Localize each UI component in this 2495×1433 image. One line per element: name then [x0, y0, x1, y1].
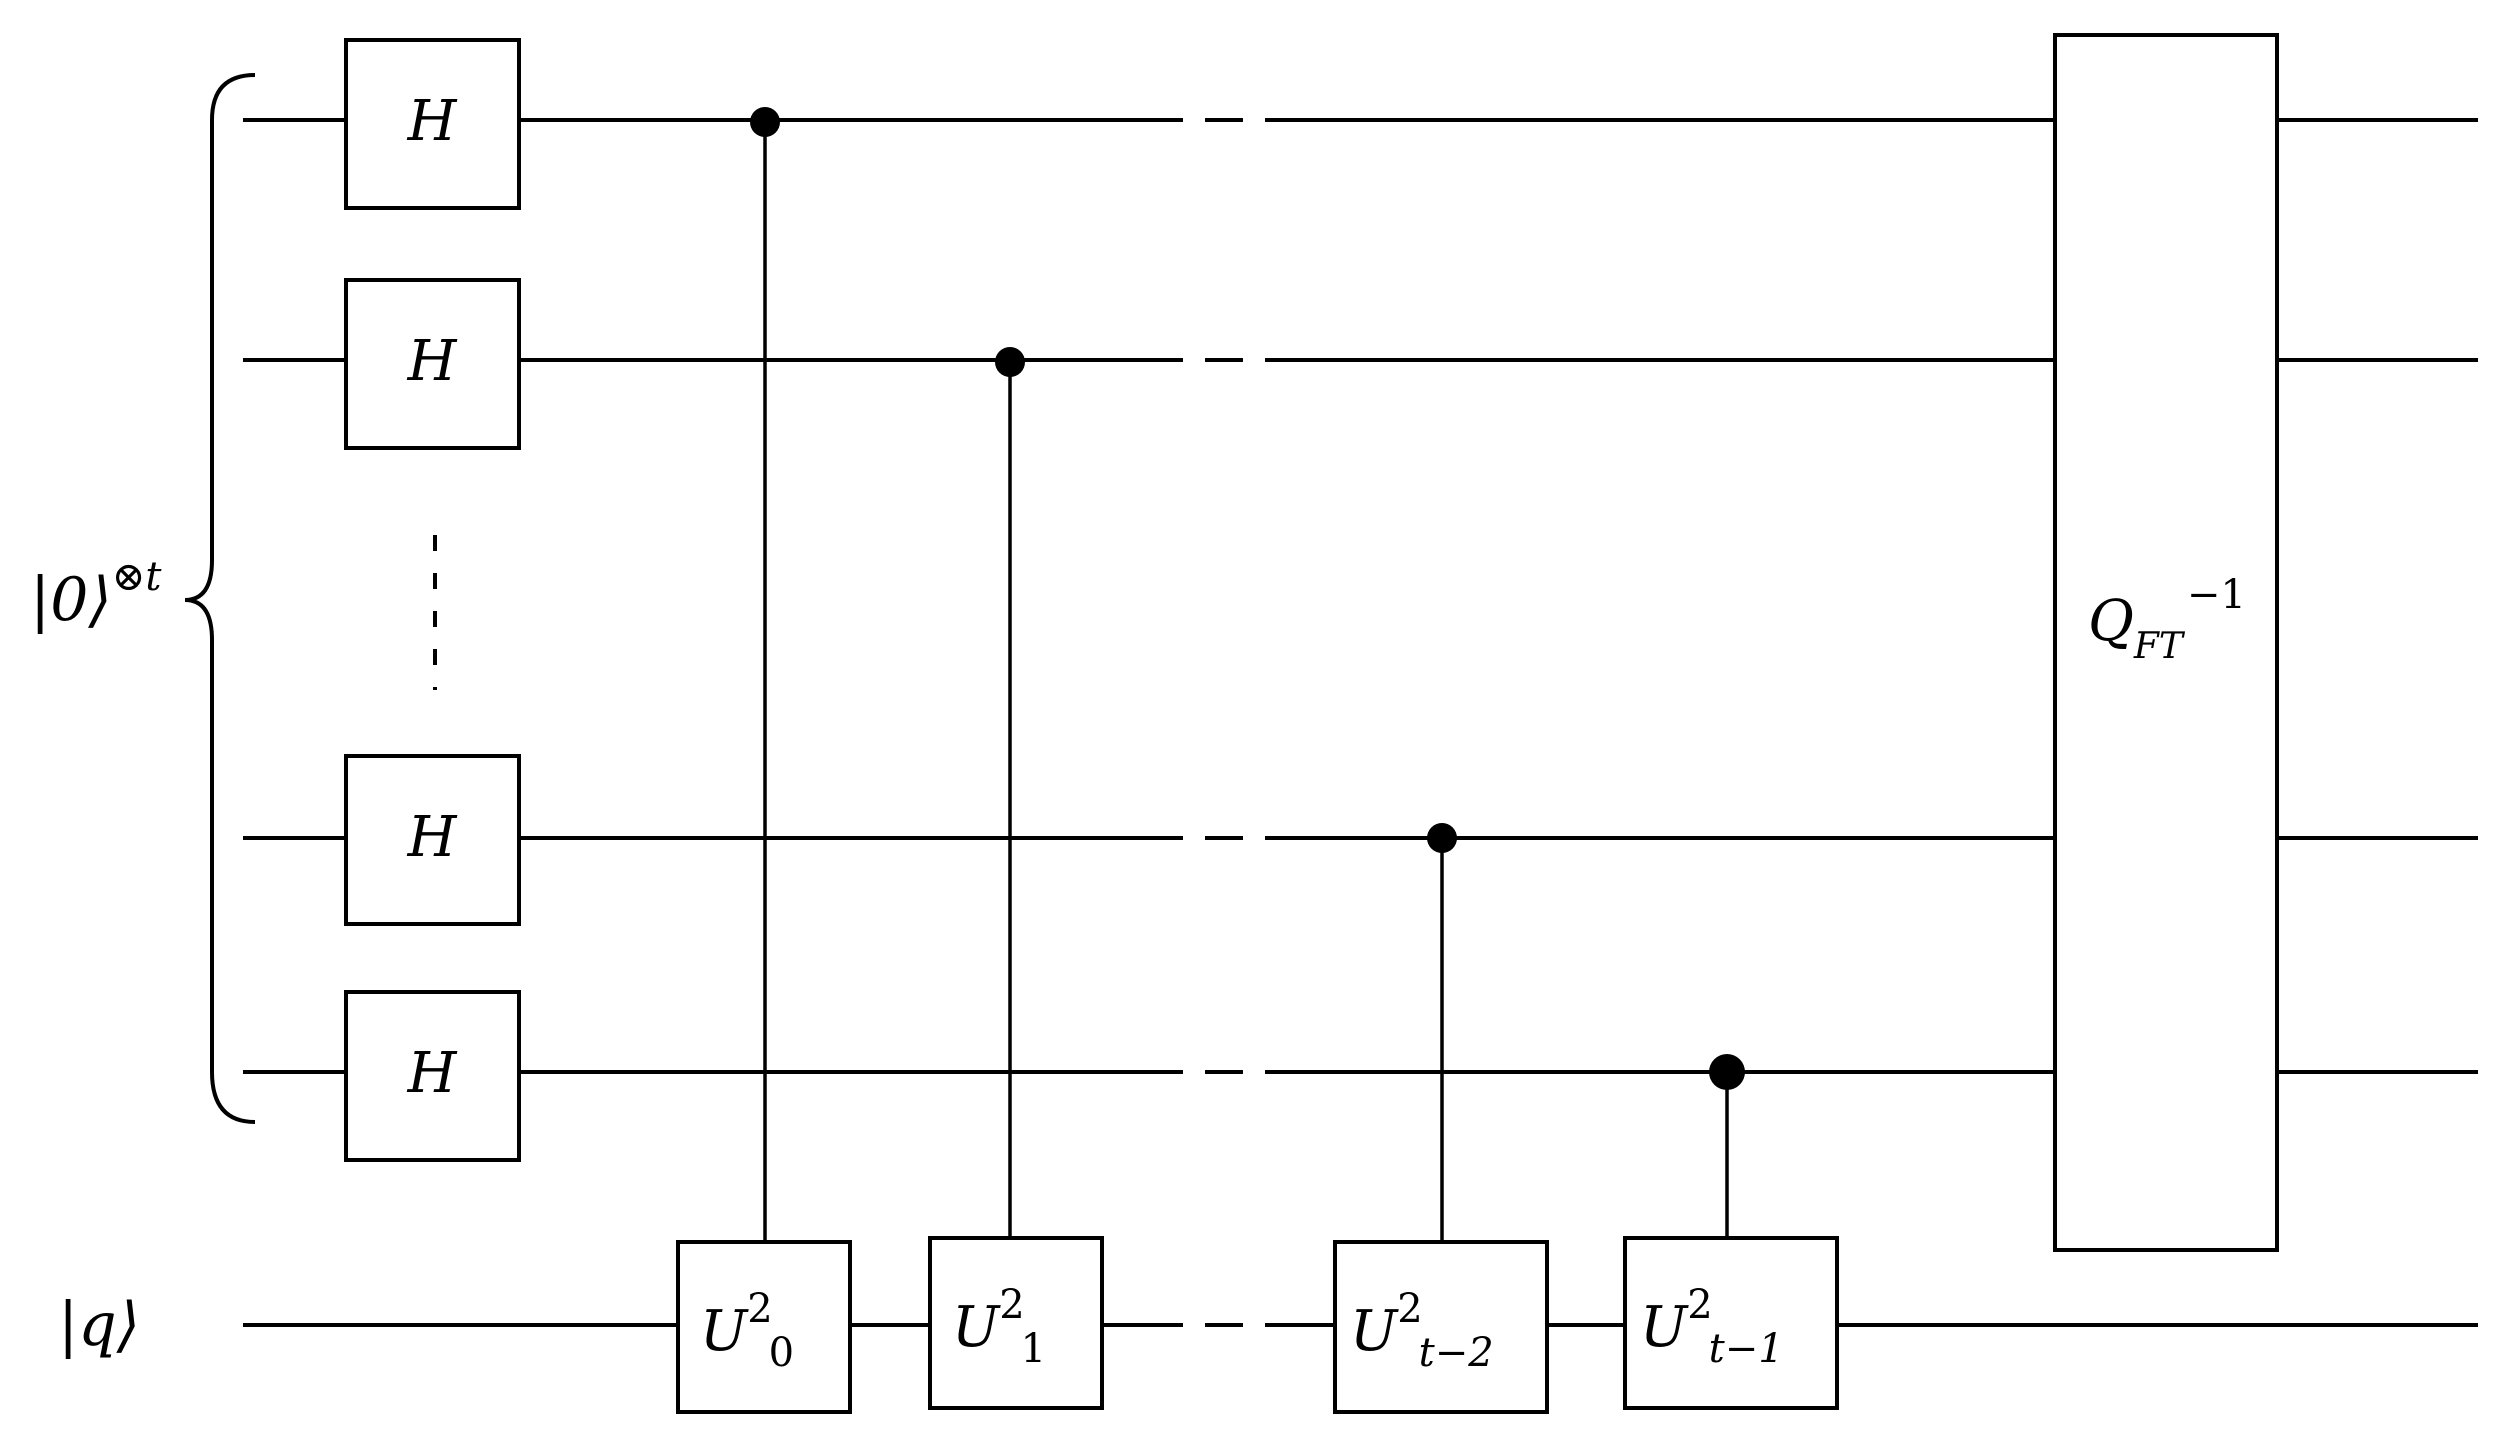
hadamard-gate-2: H [344, 278, 521, 450]
hadamard-gates: H H H H [344, 38, 521, 1162]
inverse-qft-gate-label: QFT−1 [2088, 572, 2246, 667]
control-dot-ut2 [1427, 823, 1457, 853]
control-dots [750, 107, 1745, 1090]
hadamard-gate-1-label: H [407, 89, 458, 154]
hadamard-gate-4-label: H [407, 1041, 458, 1106]
register-brace [184, 73, 256, 1124]
control-dot-u1 [995, 347, 1025, 377]
inverse-qft-gate: QFT−1 [2053, 33, 2279, 1252]
hadamard-gate-1: H [344, 38, 521, 210]
control-dot-u0 [750, 107, 780, 137]
hadamard-gate-2-label: H [407, 329, 458, 394]
control-lines [763, 122, 1729, 1245]
hadamard-gate-3-label: H [407, 805, 458, 870]
control-dot-ut1 [1709, 1054, 1745, 1090]
hadamard-gate-3: H [344, 754, 521, 926]
register-label: |0⟩⊗t [30, 554, 162, 635]
hadamard-gate-4: H [344, 990, 521, 1162]
target-label: |q⟩ [58, 1290, 140, 1360]
